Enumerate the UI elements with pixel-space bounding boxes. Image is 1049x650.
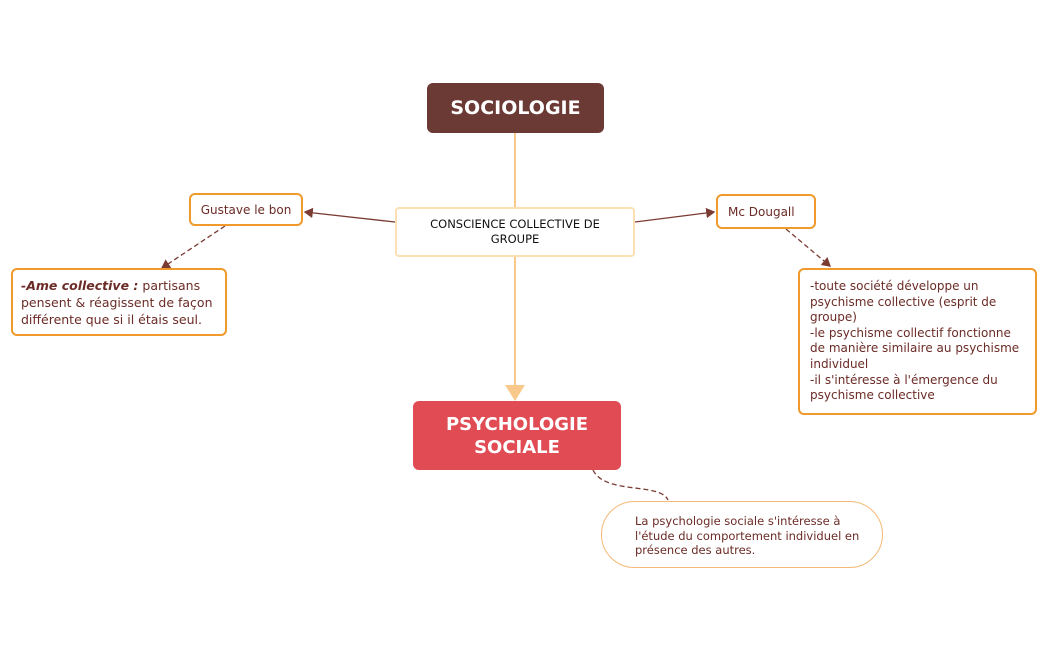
psychologie-label: PSYCHOLOGIE SOCIALE xyxy=(445,413,589,458)
ame-collective-term: -Ame collective : xyxy=(21,278,139,293)
gustave-le-bon-node[interactable]: Gustave le bon xyxy=(189,193,303,226)
ame-collective-text: partisans pensent & réagissent de façon … xyxy=(21,278,213,327)
mc-dougall-detail-node[interactable]: -toute société développe un psychisme co… xyxy=(798,268,1037,415)
gustave-label: Gustave le bon xyxy=(200,202,292,217)
mcdougall-label: Mc Dougall xyxy=(728,204,795,219)
connector-mcdougall-detail xyxy=(785,228,831,267)
ame-collective-node[interactable]: -Ame collective : partisans pensent & ré… xyxy=(11,268,227,336)
connector-gustave-ame xyxy=(160,225,226,269)
detail-line-1: -toute société développe un psychisme co… xyxy=(810,279,997,325)
central-label: CONSCIENCE COLLECTIVE DE GROUPE xyxy=(430,217,600,246)
psychologie-sociale-detail-node[interactable]: La psychologie sociale s'intéresse à l'é… xyxy=(601,501,883,568)
sociologie-node[interactable]: SOCIOLOGIE xyxy=(427,83,604,133)
mc-dougall-node[interactable]: Mc Dougall xyxy=(716,194,816,229)
connector-central-gustave xyxy=(303,207,396,223)
connector-central-mcdougall xyxy=(634,207,716,223)
psychologie-sociale-node[interactable]: PSYCHOLOGIE SOCIALE xyxy=(413,401,621,470)
sociologie-label: SOCIOLOGIE xyxy=(450,97,581,119)
bubble-text: La psychologie sociale s'intéresse à l'é… xyxy=(635,514,860,557)
detail-line-2: -le psychisme collectif fonctionne de ma… xyxy=(810,325,1020,371)
detail-line-3: -il s'intéresse à l'émergence du psychis… xyxy=(810,372,998,403)
connector-psychologie-bubble xyxy=(592,469,669,501)
central-node[interactable]: CONSCIENCE COLLECTIVE DE GROUPE xyxy=(395,207,635,257)
